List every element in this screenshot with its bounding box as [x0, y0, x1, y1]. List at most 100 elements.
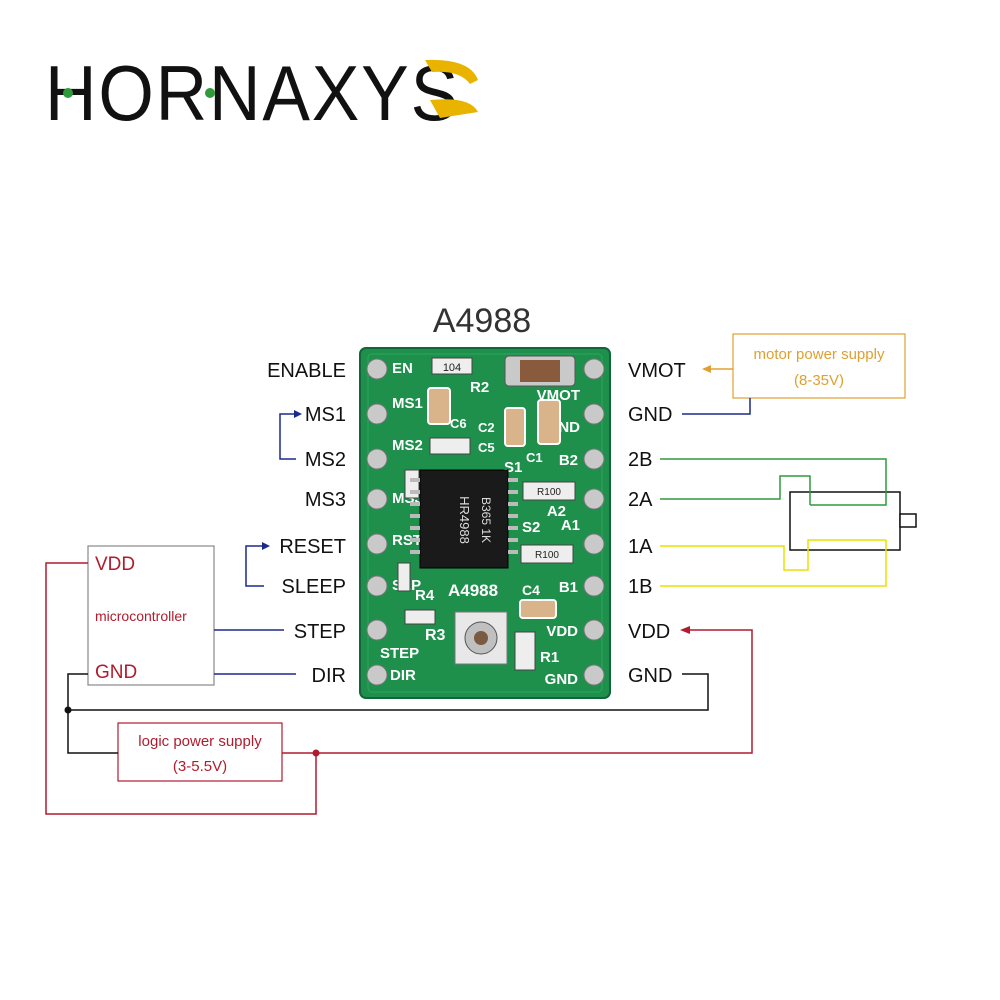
pcb-pin-label: VDD — [546, 623, 578, 640]
capacitor-body — [520, 360, 560, 382]
pcb-silk: C1 — [526, 450, 543, 465]
pin-label-2a: 2A — [628, 489, 653, 511]
header-pin — [583, 575, 605, 597]
capacitor-c5 — [429, 437, 471, 455]
pin-label-ms1: MS1 — [305, 404, 346, 426]
logo-green-dot-icon — [205, 88, 215, 98]
pcb-silk: R3 — [425, 627, 446, 644]
pcb-left-header — [366, 358, 388, 686]
coil-1a-wire — [660, 539, 886, 571]
jumper-wires — [245, 413, 296, 587]
motor-supply-range: (8-35V) — [794, 372, 844, 389]
logo-accent-swoosh-icon — [425, 59, 478, 84]
sense-resistor-r100 — [522, 481, 576, 501]
pcb-pin-label: B2 — [559, 452, 578, 469]
resistor-104 — [431, 357, 473, 375]
pcb-pin-label: EN — [392, 360, 413, 377]
a4988-pcb: EN MS1 MS2 MS3 RST SLP STEP DIR VMOT GND… — [359, 347, 611, 699]
capacitor-c6 — [427, 387, 451, 425]
pcb-silk: C5 — [478, 440, 495, 455]
header-pin — [366, 533, 388, 555]
a4988-chip: HR4988 B365 1K — [410, 469, 518, 569]
header-pin — [583, 448, 605, 470]
resistor-small — [397, 562, 411, 592]
pin-label-vmot: VMOT — [628, 360, 686, 382]
pin-label-vdd: VDD — [628, 621, 670, 643]
pcb-inner-outline — [367, 353, 603, 693]
pcb-silk: R1 — [540, 649, 559, 666]
pcb-silk: C4 — [522, 582, 540, 598]
stepper-motor — [789, 491, 917, 551]
pin-label-1a: 1A — [628, 536, 653, 558]
logic-power-supply-box: logic power supply (3-5.5V) — [117, 722, 283, 782]
pot-screw — [474, 631, 488, 645]
header-pin — [366, 575, 388, 597]
pcb-pin-label: RST — [392, 532, 422, 549]
mcu-vdd-label: VDD — [95, 554, 135, 575]
pcb-silk: C2 — [478, 420, 495, 435]
reset-sleep-jumper — [245, 545, 264, 587]
header-pin — [366, 619, 388, 641]
pcb-right-header — [583, 358, 605, 686]
motor-body — [789, 491, 901, 551]
coil-2a-wire — [660, 475, 811, 505]
resistor-r1 — [514, 631, 536, 671]
header-pin — [583, 533, 605, 555]
pin-label-gnd-logic: GND — [628, 665, 672, 687]
motor-power-supply-box: motor power supply (8-35V) — [732, 333, 906, 399]
mcu-gnd-label: GND — [95, 662, 137, 683]
mcu-vdd-wire — [45, 562, 317, 815]
mcu-gnd-wire — [67, 673, 118, 754]
pin-label-1b: 1B — [628, 576, 652, 598]
logic-supply-frame — [117, 722, 283, 782]
pcb-silk: A4988 — [448, 581, 498, 600]
pin-label-ms3: MS3 — [305, 489, 346, 511]
pin-label-enable: ENABLE — [267, 360, 346, 382]
coil-1b-wire — [660, 540, 887, 587]
pcb-pin-label: MS2 — [392, 437, 423, 454]
header-pin — [583, 488, 605, 510]
mcu-name-label: microcontroller — [95, 608, 187, 624]
pin-label-dir: DIR — [312, 665, 346, 687]
pcb-silk: S1 — [504, 459, 522, 476]
capacitor-c1 — [537, 399, 561, 445]
pcb-pin-label: DIR — [390, 667, 416, 684]
motor-supply-title: motor power supply — [754, 346, 885, 363]
pcb-silk: 104 — [443, 362, 461, 374]
motor-shaft — [899, 513, 917, 528]
pcb-silk: R2 — [470, 379, 489, 396]
header-pin — [366, 664, 388, 686]
microcontroller-frame — [87, 545, 215, 686]
pin-label-sleep: SLEEP — [282, 576, 346, 598]
logic-gnd-wire — [68, 673, 709, 711]
resistor-small — [404, 609, 436, 625]
logic-supply-title: logic power supply — [138, 733, 262, 750]
pin-label-gnd-motor: GND — [628, 404, 672, 426]
header-pin — [366, 488, 388, 510]
vdd-wiring — [45, 562, 753, 815]
pin-label-reset: RESET — [279, 536, 346, 558]
pcb-pin-label: B1 — [559, 579, 578, 596]
capacitor-c2 — [504, 407, 526, 447]
motor-supply-frame — [732, 333, 906, 399]
header-pin — [583, 403, 605, 425]
pcb-silk: C6 — [450, 416, 467, 431]
arrow-icon — [262, 542, 270, 550]
logo-green-dot-icon — [63, 88, 73, 98]
logic-vdd-wire — [282, 629, 753, 754]
sense-resistor-r100 — [520, 544, 574, 564]
brand-logo: HORNAXYS — [45, 49, 478, 137]
pcb-silk: S2 — [522, 519, 540, 536]
header-pin — [583, 664, 605, 686]
header-pin — [366, 403, 388, 425]
pcb-pin-label: A2 — [547, 503, 566, 520]
logo-accent-swoosh-icon — [430, 99, 478, 118]
pcb-pin-label: GND — [545, 671, 579, 688]
header-pin — [366, 358, 388, 380]
board-title: A4988 — [433, 302, 531, 340]
junction-dot-icon — [64, 706, 72, 714]
pcb-silk: R100 — [535, 550, 559, 561]
pin-label-ms2: MS2 — [305, 449, 346, 471]
